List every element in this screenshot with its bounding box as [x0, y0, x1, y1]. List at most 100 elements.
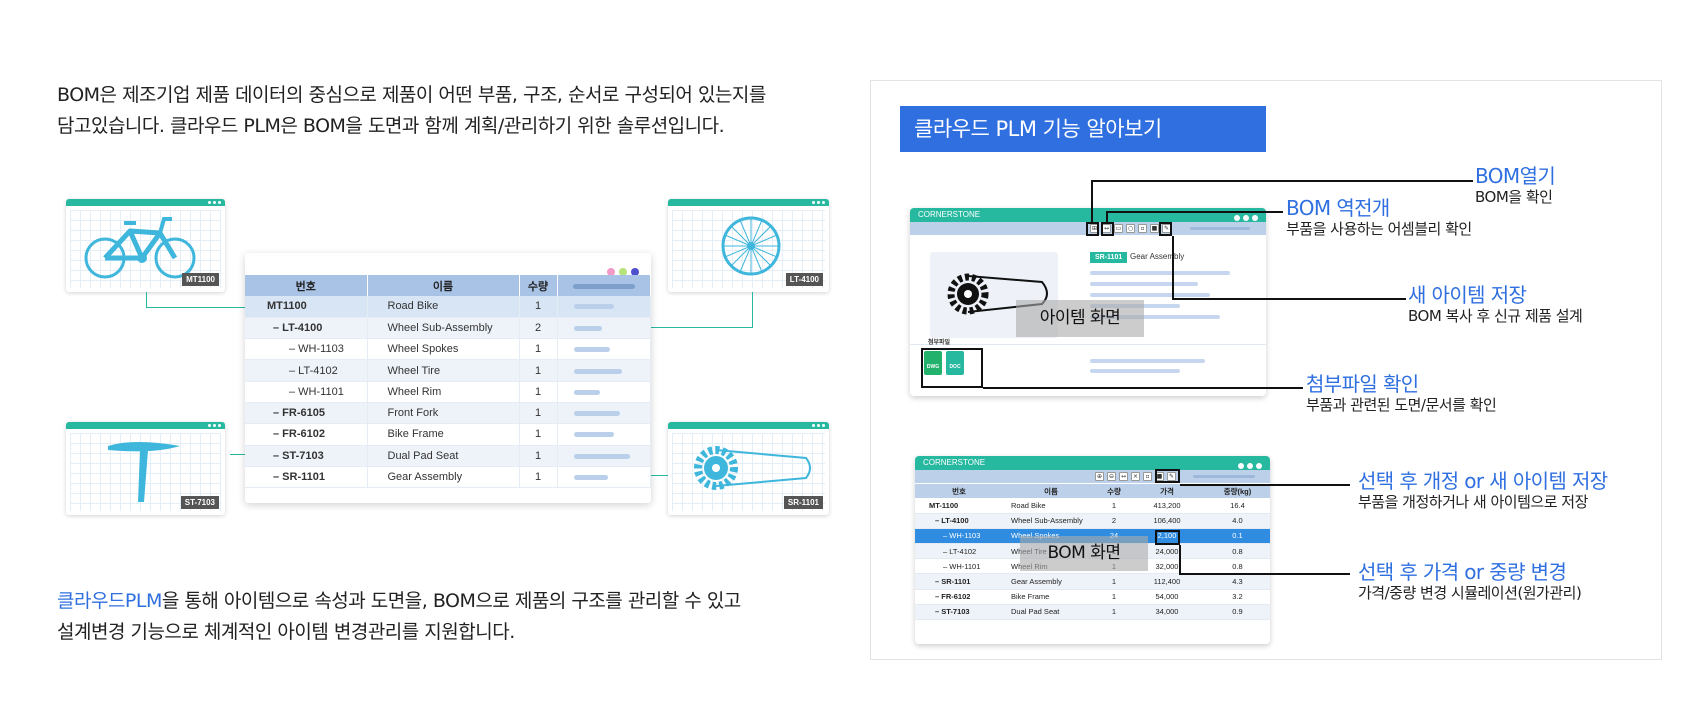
table-row[interactable]: – LT-4100 Wheel Sub-Assembly 2 106,400 4…: [915, 513, 1270, 529]
tool-icon[interactable]: ⊖: [1107, 472, 1116, 481]
callout-sub: 부품과 관련된 도면/문서를 확인: [1306, 396, 1497, 414]
attachment-label: 첨부파일: [928, 339, 951, 346]
item-price: 413,200: [1129, 498, 1205, 514]
save-icon[interactable]: ■: [1150, 224, 1159, 233]
table-row[interactable]: – SR-1101 Gear Assembly 1 112,400 4.3: [915, 573, 1270, 590]
callout-sub: 부품을 개정하거나 새 아이템으로 저장: [1358, 493, 1588, 511]
item-name: Dual Pad Seat: [367, 445, 520, 467]
item-price: 32,000: [1129, 558, 1205, 575]
callout-title: BOM 역전개: [1286, 196, 1390, 220]
table-row[interactable]: – WH-1101 Wheel Rim 1: [245, 381, 651, 403]
table-row[interactable]: MT1100 Road Bike 1: [245, 296, 651, 318]
tool-icon[interactable]: ▭: [1114, 224, 1123, 233]
gear-icon: [694, 446, 811, 490]
item-name: Road Bike: [367, 296, 520, 318]
item-name: Wheel Spokes: [367, 338, 520, 361]
table-row[interactable]: MT-1100 Road Bike 1 413,200 16.4: [915, 498, 1270, 514]
seat-card: ST-7103: [66, 422, 225, 515]
divider: [910, 344, 1266, 345]
field-placeholder: [1090, 315, 1220, 319]
item-number: – FR-6102: [245, 423, 368, 446]
item-weight: 0.9: [1205, 604, 1270, 621]
table-row[interactable]: – LT-4100 Wheel Sub-Assembly 2: [245, 317, 651, 340]
panel-title: 클라우드 PLM 기능 알아보기: [900, 106, 1266, 152]
placeholder-bar: [557, 466, 651, 489]
item-badge: SR-1101: [1090, 252, 1128, 263]
window-dots: [603, 261, 639, 280]
item-name: Wheel Sub-Assembly: [367, 317, 520, 340]
table-row[interactable]: – FR-6102 Bike Frame 1: [245, 423, 651, 446]
col-price: 가격: [1129, 484, 1205, 498]
item-qty: 1: [519, 359, 558, 382]
item-name: Road Bike: [1003, 498, 1099, 514]
bom-table-window: 번호 이름 수량 MT1100 Road Bike 1 – LT-4100 Wh…: [245, 253, 651, 503]
table-row[interactable]: – FR-6105 Front Fork 1: [245, 402, 651, 425]
item-price: 2,100: [1129, 528, 1205, 545]
callout-save-new: 새 아이템 저장 BOM 복사 후 신규 제품 설계: [1408, 283, 1583, 326]
col-extra: [557, 275, 651, 296]
item-name: Gear Assembly: [367, 466, 520, 489]
tool-icon[interactable]: ×: [1131, 472, 1140, 481]
doc-file-icon[interactable]: DOC: [946, 351, 964, 375]
tool-icon[interactable]: ⊕: [1095, 472, 1104, 481]
table-row[interactable]: – LT-4102 Wheel Tire 1: [245, 359, 651, 382]
leader-line: [1180, 484, 1350, 486]
item-number: MT-1100: [915, 498, 1003, 514]
col-name: 이름: [1003, 484, 1099, 498]
item-name: Bike Frame: [367, 423, 520, 446]
leader-line: [1091, 180, 1093, 223]
placeholder-bar: [557, 359, 651, 382]
callout-sub: BOM 복사 후 신규 제품 설계: [1408, 307, 1583, 325]
placeholder-bar: [557, 317, 651, 340]
outro-line-1: 클라우드PLM을 통해 아이템으로 속성과 도면을, BOM으로 제품의 구조를…: [57, 586, 837, 617]
col-qty: 수량: [519, 275, 558, 296]
table-row[interactable]: – WH-1103 Wheel Spokes 1: [245, 338, 651, 361]
table-row[interactable]: – ST-7103 Dual Pad Seat 1: [245, 445, 651, 467]
bom-reverse-highlight: [1101, 222, 1114, 236]
item-price: 54,000: [1129, 589, 1205, 605]
tool-icon[interactable]: ▫: [1143, 472, 1152, 481]
app-header: CORNERSTONE: [915, 456, 1270, 470]
item-qty: 1: [1099, 604, 1129, 621]
item-qty: 1: [1099, 573, 1129, 590]
table-row[interactable]: – FR-6102 Bike Frame 1 54,000 3.2: [915, 589, 1270, 605]
item-number: – LT-4102: [915, 543, 1003, 560]
callout-sub: BOM을 확인: [1475, 188, 1553, 206]
card-tag: MT1100: [182, 273, 219, 286]
wheel-card: LT-4100: [668, 199, 829, 292]
item-weight: 0.8: [1205, 543, 1270, 560]
item-qty: 1: [1099, 589, 1129, 605]
toolbar-placeholder: [1193, 475, 1255, 478]
callout-bom-reverse: BOM 역전개 부품을 사용하는 어셈블리 확인: [1286, 196, 1472, 239]
save-new-icon[interactable]: ✎: [1167, 472, 1176, 481]
callout-title: 첨부파일 확인: [1306, 372, 1419, 396]
outro-text: 클라우드PLM을 통해 아이템으로 속성과 도면을, BOM으로 제품의 구조를…: [57, 586, 837, 648]
leader-line: [1172, 236, 1174, 299]
outro-line-2: 설계변경 기능으로 체계적인 아이템 변경관리를 지원합니다.: [57, 621, 515, 643]
table-row[interactable]: – SR-1101 Gear Assembly 1: [245, 466, 651, 489]
placeholder-bar: [557, 402, 651, 425]
item-qty: 1: [519, 445, 558, 467]
tool-icon[interactable]: ↔: [1119, 472, 1128, 481]
item-weight: 0.8: [1205, 558, 1270, 575]
callout-title: 새 아이템 저장: [1408, 283, 1527, 307]
field-placeholder: [1090, 369, 1180, 373]
callout-title: 선택 후 가격 or 중량 변경: [1358, 560, 1567, 584]
field-placeholder: [1090, 293, 1210, 297]
tool-icon[interactable]: ○: [1126, 224, 1135, 233]
intro-line-2: 담고있습니다. 클라우드 PLM은 BOM을 도면과 함께 계획/관리하기 위한…: [57, 115, 725, 137]
bike-card: MT1100: [66, 199, 225, 292]
callout-title: 선택 후 개정 or 새 아이템 저장: [1358, 469, 1608, 493]
brand-name: CORNERSTONE: [923, 458, 986, 467]
tool-icon[interactable]: ▫: [1138, 224, 1147, 233]
item-number: MT1100: [245, 296, 368, 318]
item-price: 106,400: [1129, 513, 1205, 529]
item-qty: 1: [519, 338, 558, 361]
dwg-file-icon[interactable]: DWG: [924, 351, 942, 375]
item-qty: 2: [519, 317, 558, 340]
gear-card: SR-1101: [668, 422, 829, 515]
item-weight: 3.2: [1205, 589, 1270, 605]
leader-line: [1106, 211, 1283, 213]
table-row[interactable]: – ST-7103 Dual Pad Seat 1 34,000 0.9: [915, 604, 1270, 621]
item-number: – LT-4100: [915, 513, 1003, 529]
